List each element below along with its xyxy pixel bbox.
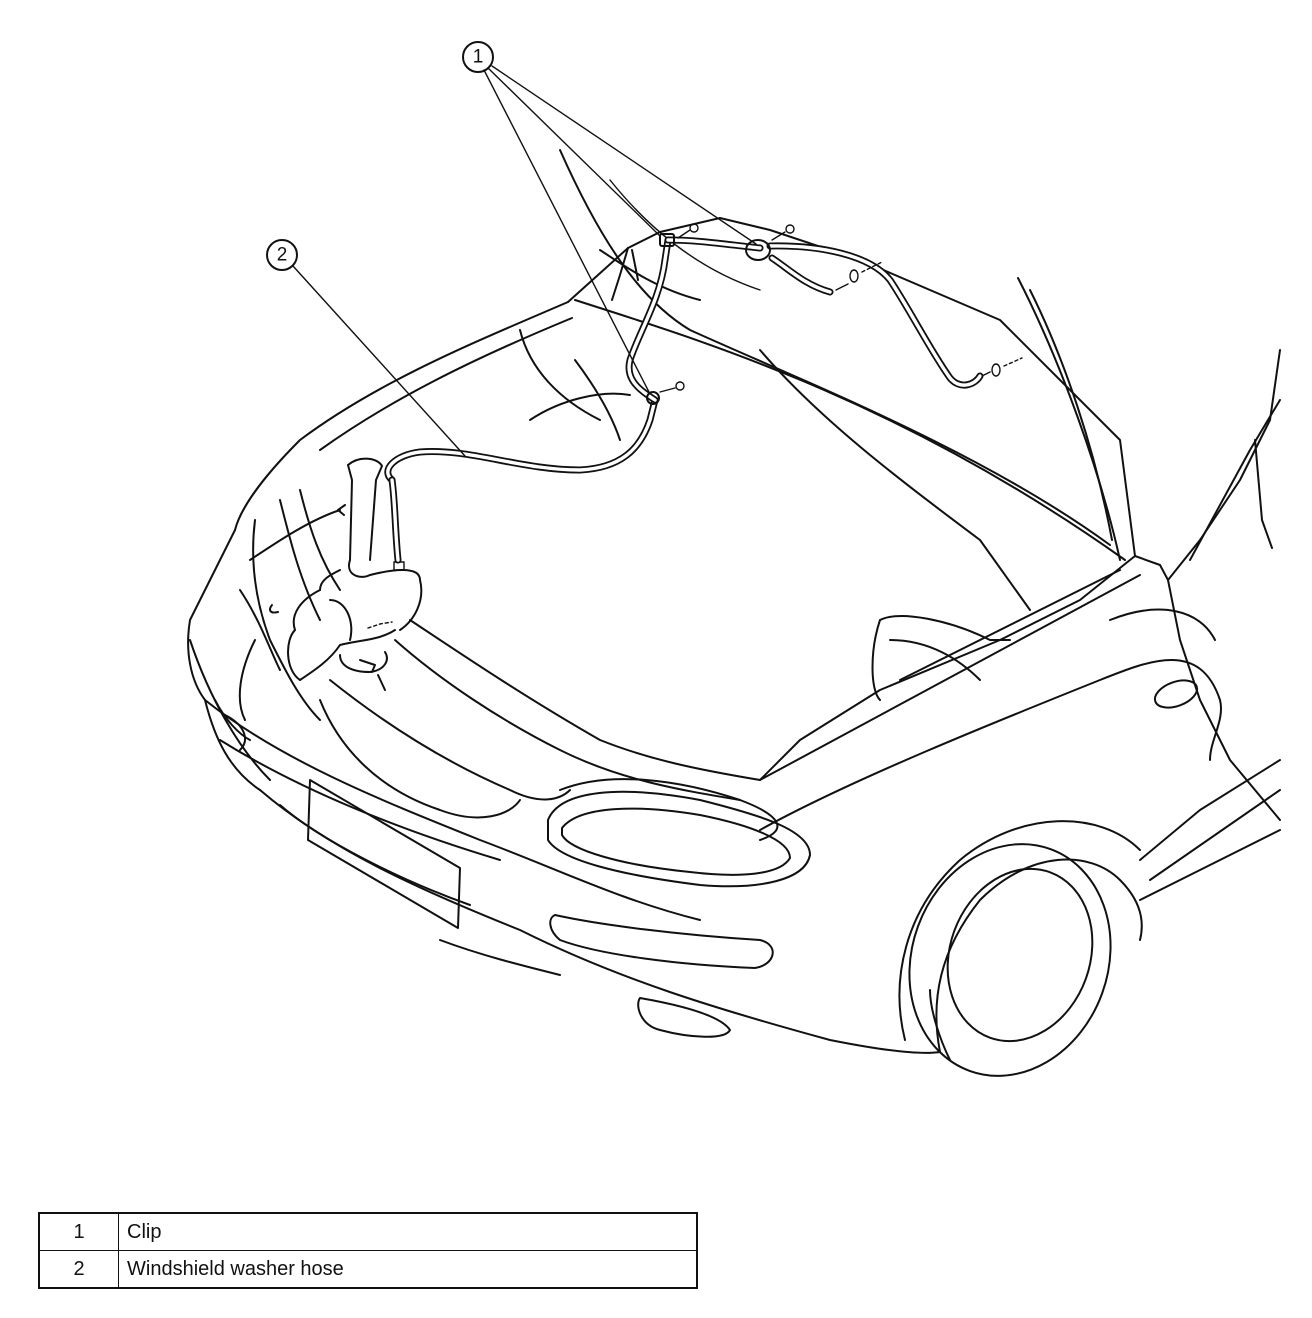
windshield-pillar [1134, 349, 1281, 881]
callout-2: 2 [266, 239, 466, 457]
bumper-lights [279, 804, 774, 1038]
washer-nozzle-right [981, 357, 1023, 377]
callout-1: 1 [462, 41, 757, 395]
open-hood [559, 149, 1136, 561]
license-plate [307, 779, 461, 929]
fender [759, 574, 1281, 1053]
legend-row-label: Clip [118, 1212, 698, 1251]
clip-hood-upper-left [659, 223, 699, 247]
legend-row: 1 Clip [38, 1212, 698, 1251]
engine-bay [234, 301, 1136, 781]
front-wheel [908, 843, 1112, 1077]
legend-row-number: 2 [38, 1250, 119, 1289]
legend-row-number: 1 [38, 1212, 119, 1251]
front-body [187, 489, 941, 1054]
callout-2-label: 2 [277, 245, 288, 266]
parts-legend-table: 1 Clip 2 Windshield washer hose [38, 1212, 698, 1289]
washer-nozzle-center [835, 261, 883, 291]
clip-rear-hood [646, 381, 685, 405]
legend-row-label: Windshield washer hose [118, 1250, 698, 1289]
callout-1-label: 1 [473, 47, 484, 68]
headlight [547, 790, 811, 888]
washer-reservoir-tank [269, 457, 423, 691]
legend-row: 2 Windshield washer hose [38, 1250, 698, 1289]
windshield-washer-hose [384, 236, 984, 564]
washer-joint [745, 224, 795, 261]
